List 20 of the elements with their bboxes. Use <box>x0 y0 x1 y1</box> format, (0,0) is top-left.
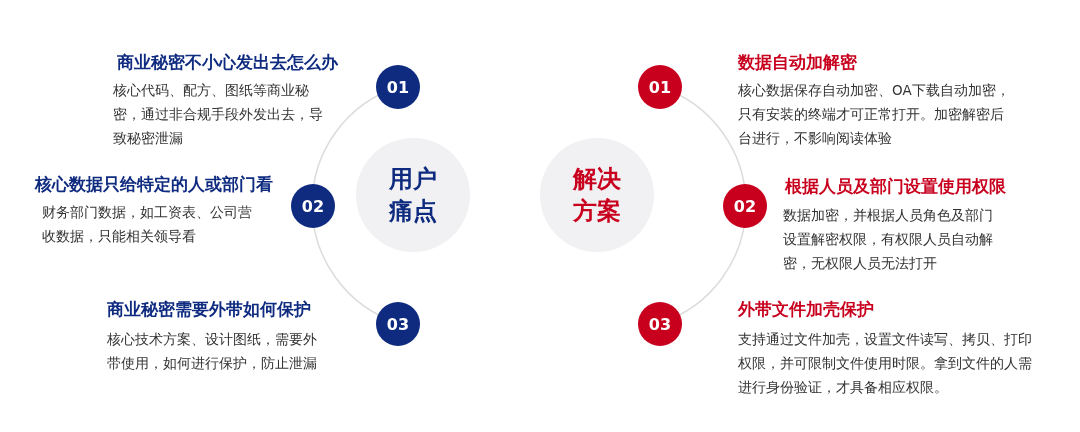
number-badge: 03 <box>376 302 420 346</box>
number-badge: 03 <box>638 302 682 346</box>
item-heading: 核心数据只给特定的人或部门看 <box>35 174 274 196</box>
number-badge: 02 <box>291 184 335 228</box>
item-heading: 根据人员及部门设置使用权限 <box>785 176 1007 198</box>
topic-title: 用户痛点 <box>388 164 438 227</box>
topic-title: 解决方案 <box>571 164 622 227</box>
number-badge: 01 <box>376 65 420 109</box>
item-heading: 外带文件加壳保护 <box>738 299 875 321</box>
item-description: 核心代码、配方、图纸等商业秘密，通过非合规手段外发出去，导致秘密泄漏 <box>113 81 324 148</box>
item-description: 数据加密，并根据人员角色及部门设置解密权限，有权限人员自动解密，无权限人员无法打开 <box>783 206 994 273</box>
item-description: 核心技术方案、设计图纸，需要外带使用，如何进行保护，防止泄漏 <box>107 330 318 373</box>
number-badge: 01 <box>638 65 682 109</box>
item-heading: 商业秘密不小心发出去怎么办 <box>116 52 338 74</box>
item-description: 财务部门数据，如工资表、公司营收数据，只能相关领导看 <box>42 203 253 246</box>
number-badge: 02 <box>723 184 767 228</box>
item-heading: 数据自动加解密 <box>738 52 858 74</box>
item-heading: 商业秘密需要外带如何保护 <box>107 299 312 321</box>
item-description: 支持通过文件加壳，设置文件读写、拷贝、打印权限，并可限制文件使用时限。拿到文件的人需进行身份验证，才具备相应权限。 <box>738 330 1033 397</box>
item-description: 核心数据保存自动加密、OA下载自动加密，只有安装的终端才可正常打开。加密解密后台进行，不影响阅读体验 <box>738 81 1011 148</box>
